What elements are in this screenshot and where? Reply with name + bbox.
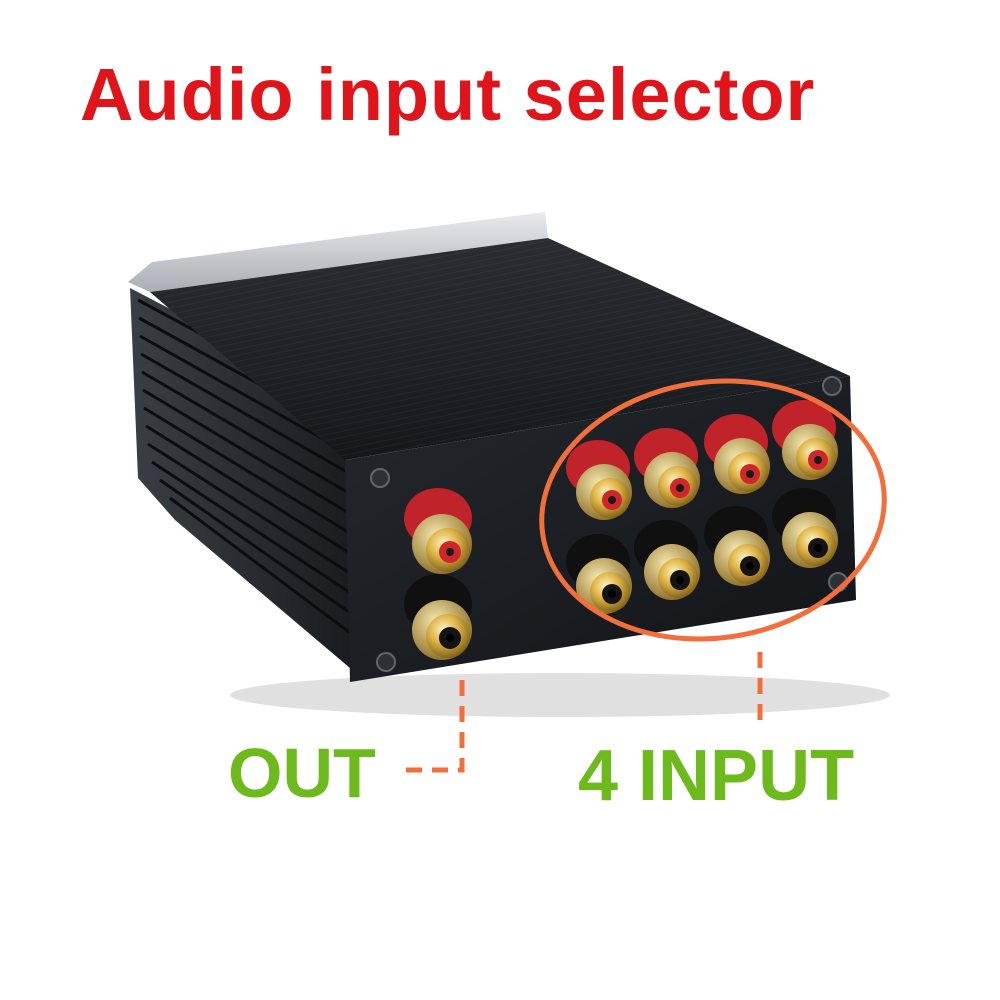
rear-panel	[128, 212, 548, 292]
screw-icon	[370, 468, 390, 488]
screw-icon	[376, 652, 396, 672]
output-label: OUT	[228, 734, 376, 812]
cooling-fins	[137, 298, 350, 634]
callout-lines	[404, 652, 763, 773]
rca-jack-red	[566, 440, 632, 520]
rca-jack-black	[404, 574, 472, 660]
rca-jack-red	[704, 414, 770, 494]
page-title: Audio input selector	[80, 53, 816, 136]
brushed-texture	[150, 238, 850, 460]
input-jacks	[566, 400, 838, 614]
rca-jack-red	[634, 428, 700, 508]
out-callout-line	[404, 680, 465, 773]
rca-jack-red	[404, 488, 472, 574]
output-jacks	[404, 488, 472, 660]
chassis-shadow	[230, 673, 890, 717]
input-highlight-ellipse	[539, 378, 887, 642]
rca-jack-black	[566, 534, 632, 614]
rca-jack-black	[704, 506, 770, 586]
rca-jack-red	[772, 400, 838, 480]
screw-icon	[822, 376, 842, 396]
rca-jack-black	[772, 488, 838, 568]
input-label: 4 INPUT	[578, 736, 855, 816]
rca-jack-black	[634, 520, 700, 600]
